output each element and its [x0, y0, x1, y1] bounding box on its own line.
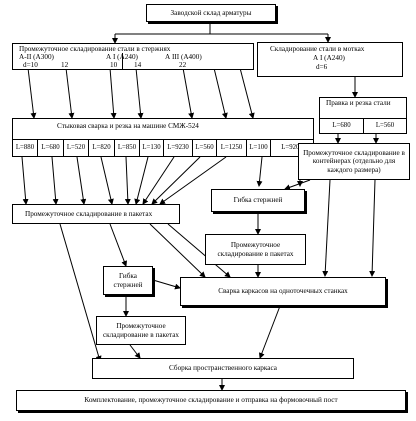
bar-d-1b: 12 [61, 61, 69, 69]
warehouse-label: Заводской склад арматуры [170, 8, 252, 17]
straighten-box: Правка и резка стали L=680 L=560 [319, 97, 407, 134]
bar-grade-2: А I (А240) [106, 53, 138, 61]
bending-left-box: Гибка стержней [103, 266, 153, 295]
butt-weld-cell: L=680 [38, 140, 64, 156]
final-label: Комплектование, промежуточное складирова… [84, 396, 338, 405]
containers-label: Промежуточное складирование в контейнера… [303, 148, 405, 174]
bar-d-1: d=10 [23, 61, 38, 69]
straighten-cell: L=680 [320, 119, 364, 133]
butt-weld-cell: L=1250 [217, 140, 247, 156]
butt-weld-box: Стыковая сварка и резка на машине СМЖ-52… [12, 118, 314, 157]
bar-grade-1: А-II (А300) [19, 53, 54, 61]
bar-d-2: 10 [110, 61, 118, 69]
coil-storage-box: Складирование стали в мотках А I (А240) … [257, 42, 403, 77]
interim-right-label: Промежуточное складирование в пакетах [217, 240, 294, 258]
final-box: Комплектование, промежуточное складирова… [16, 390, 406, 411]
bar-d-3: 22 [179, 61, 187, 69]
butt-weld-cell: L=820 [89, 140, 115, 156]
interim-left-label: Промежуточное складирование в пакетах [102, 321, 180, 339]
butt-weld-cell: L=850 [115, 140, 140, 156]
interim-right-box: Промежуточное складирование в пакетах [205, 234, 306, 265]
butt-weld-cell: L=9200 [281, 143, 303, 151]
straighten-title: Правка и резка стали [326, 99, 391, 107]
bar-grade-3: А III (А400) [165, 53, 202, 61]
butt-weld-cell: L=130 [140, 140, 164, 156]
interim-packets-main-label: Промежуточное складирование в пакетах [25, 210, 153, 218]
bar-storage-box: Промежуточное складирование стали в стер… [12, 43, 254, 70]
assembly-label: Сборка пространственного каркаса [169, 364, 277, 373]
butt-weld-cells: L=880 L=680 L=520 L=820 L=850 L=130 L=92… [13, 140, 313, 156]
bending-left-label: Гибка стержней [113, 271, 143, 289]
butt-weld-title: Стыковая сварка и резка на машине СМЖ-52… [57, 122, 199, 130]
spot-weld-box: Сварка каркасов на одноточечных станках [180, 277, 386, 306]
coil-storage-title: Складирование стали в мотках [270, 45, 365, 53]
butt-weld-cell: L=880 [13, 140, 38, 156]
interim-left-box: Промежуточное складирование в пакетах [96, 316, 186, 345]
spot-weld-label: Сварка каркасов на одноточечных станках [218, 287, 348, 296]
butt-weld-cell: L=520 [64, 140, 89, 156]
assembly-box: Сборка пространственного каркаса [92, 358, 354, 379]
bending-right-label: Гибка стержней [233, 196, 283, 205]
coil-d: d=6 [316, 63, 328, 71]
butt-weld-cell: L=100 [247, 140, 271, 156]
interim-packets-main-box: Промежуточное складирование в пакетах [12, 204, 180, 224]
bar-d-2b: 14 [134, 61, 142, 69]
bending-right-box: Гибка стержней [211, 189, 305, 212]
warehouse-box: Заводской склад арматуры [146, 4, 276, 22]
butt-weld-cell: L=560 [193, 140, 217, 156]
containers-box: Промежуточное складирование в контейнера… [298, 143, 410, 180]
coil-grade: А I (А240) [313, 54, 345, 62]
butt-weld-cell: L=9230 [164, 140, 193, 156]
bar-storage-title: Промежуточное складирование стали в стер… [19, 45, 171, 53]
straighten-cell: L=560 [375, 121, 395, 129]
